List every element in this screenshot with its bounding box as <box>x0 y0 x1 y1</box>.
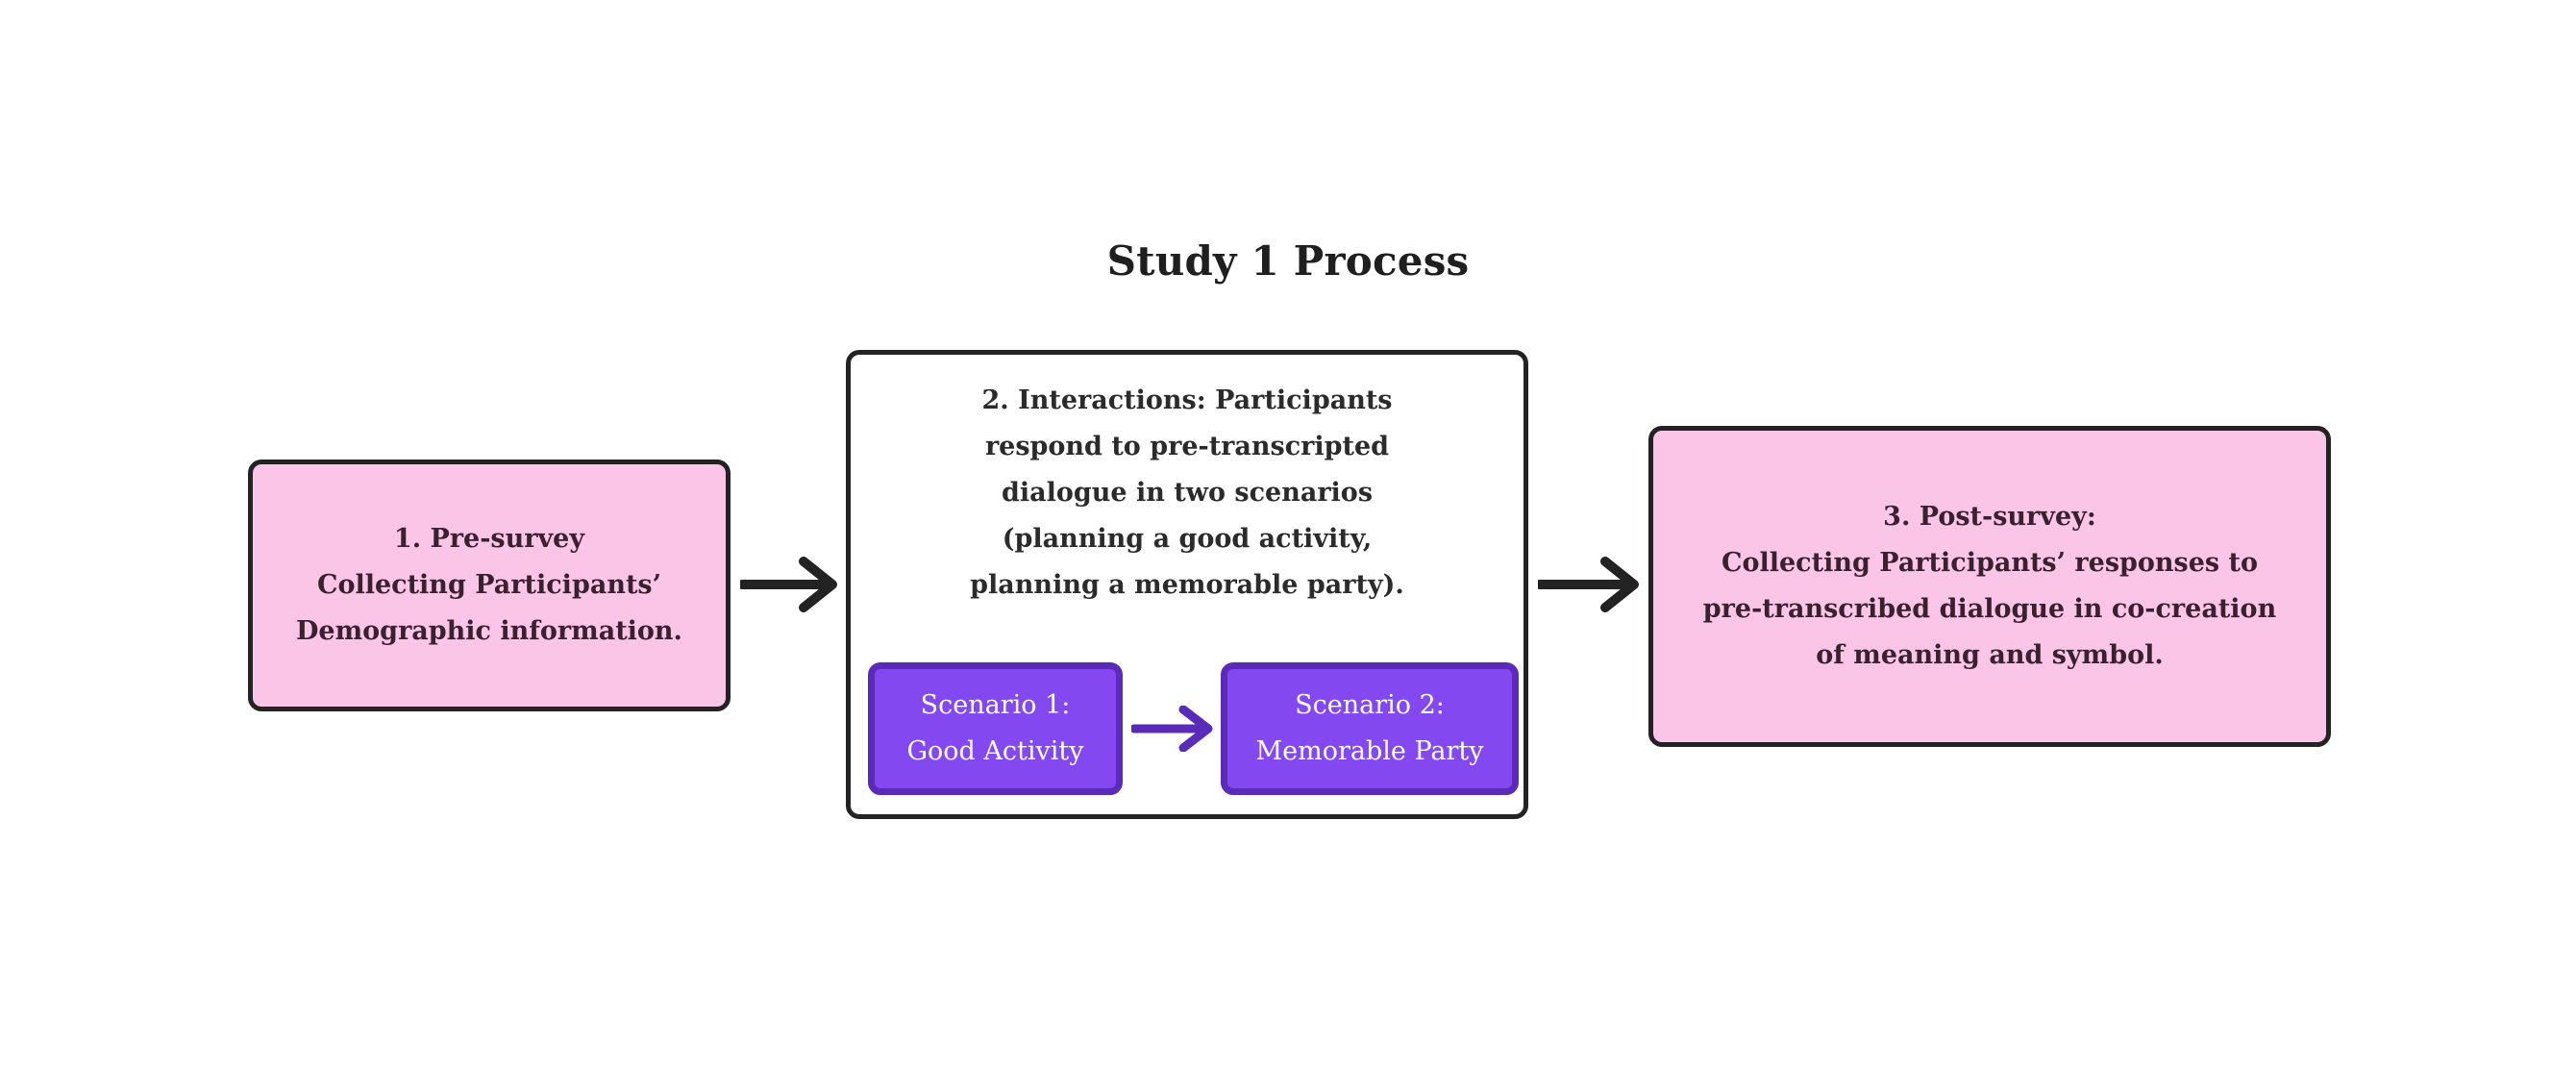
scenario-row: Scenario 1: Good Activity Scenario 2: Me… <box>851 662 1523 802</box>
scenario-box-2-label: Scenario 2: Memorable Party <box>1255 690 1484 766</box>
right-arrow-icon <box>737 556 840 613</box>
step-box-post-survey: 3. Post-survey: Collecting Participants’… <box>1648 426 2331 747</box>
scenario-box-1-label: Scenario 1: Good Activity <box>906 690 1084 766</box>
page-title: Study 1 Process <box>1106 237 1470 285</box>
step-box-pre-survey-label: 1. Pre-survey Collecting Participants’ D… <box>296 524 682 646</box>
scenario-box-1[interactable]: Scenario 1: Good Activity <box>868 662 1123 795</box>
scenario-box-2[interactable]: Scenario 2: Memorable Party <box>1221 662 1519 795</box>
right-arrow-icon <box>1535 556 1642 613</box>
step-box-interactions-label: 2. Interactions: Participants respond to… <box>970 385 1404 600</box>
step-box-post-survey-label: 3. Post-survey: Collecting Participants’… <box>1702 502 2277 670</box>
step-box-pre-survey: 1. Pre-survey Collecting Participants’ D… <box>248 460 731 711</box>
step-box-interactions: 2. Interactions: Participants respond to… <box>846 350 1528 819</box>
right-arrow-icon <box>1129 705 1216 753</box>
